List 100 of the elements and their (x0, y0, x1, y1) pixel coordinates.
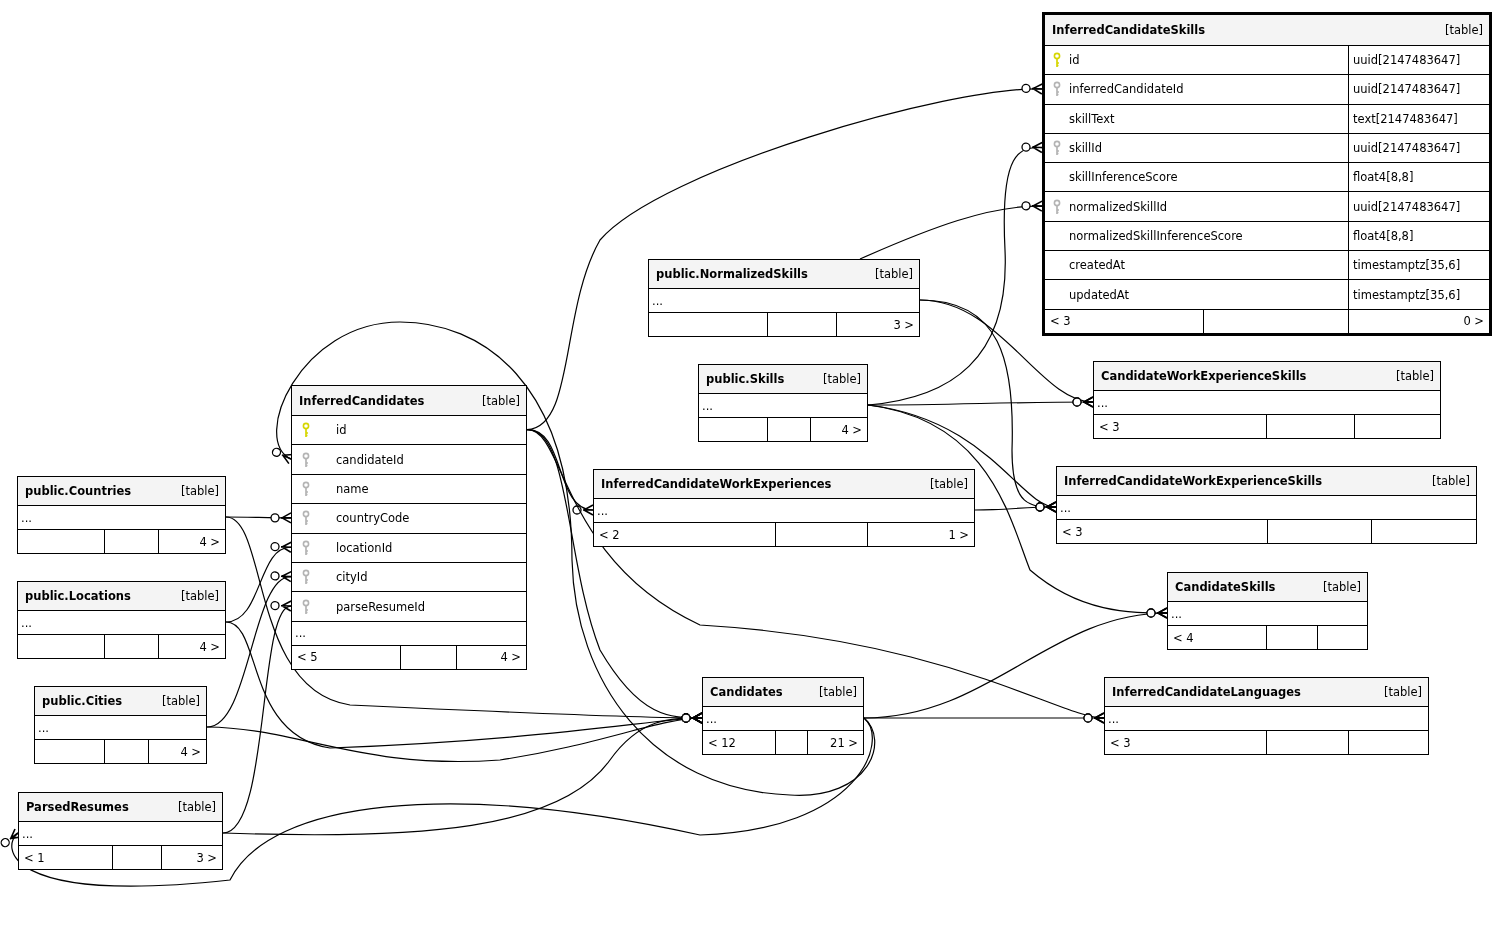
column-row (1045, 191, 1489, 221)
more-columns-text: ... (1171, 606, 1182, 621)
relationship-count: < 3 (1094, 414, 1266, 438)
column-name: inferredCandidateId (1069, 82, 1184, 97)
relationship-connector (225, 541, 293, 623)
column-name: parseResumeId (336, 599, 425, 614)
table-name: InferredCandidateSkills (1052, 23, 1206, 37)
relationship-connector (863, 712, 1105, 724)
relationship-count: < 1 (19, 845, 112, 869)
table-box (1093, 361, 1441, 439)
table-name: CandidateWorkExperienceSkills (1101, 369, 1307, 383)
table-name: InferredCandidateWorkExperienceSkills (1064, 474, 1323, 488)
column-name: candidateId (336, 452, 404, 467)
more-columns-text: ... (38, 720, 49, 735)
table-box (1042, 12, 1492, 336)
table-type-tag: [table] (180, 589, 219, 603)
more-columns-text: ... (702, 398, 713, 413)
table-type-tag: [table] (180, 484, 219, 498)
relationship-count: < 2 (594, 522, 775, 546)
footer-cell (1348, 730, 1428, 754)
relationship-count: 3 > (836, 312, 919, 336)
more-columns-text: ... (295, 626, 306, 641)
footer-cell (1203, 308, 1348, 333)
relationship-connector (2, 717, 873, 887)
table-type-tag: [table] (481, 393, 520, 408)
column-type: text[2147483647] (1348, 104, 1489, 133)
table-type-tag: [table] (1431, 474, 1470, 488)
column-name: name (336, 481, 369, 496)
table-name: InferredCandidateLanguages (1112, 685, 1301, 699)
column-type: float4[8,8] (1348, 221, 1489, 251)
table-name: public.Cities (42, 694, 123, 708)
footer-cell (1266, 730, 1348, 754)
footer-cell (1317, 625, 1367, 649)
relationship-connector (867, 396, 1094, 408)
table-box (698, 364, 868, 442)
table-type-tag: [table] (929, 477, 968, 491)
relationship-count: < 12 (703, 730, 775, 754)
table-name: Candidates (710, 685, 783, 699)
table-box (17, 476, 226, 554)
table-box (1104, 677, 1429, 755)
table-type-tag: [table] (818, 685, 857, 699)
footer-cell (104, 634, 158, 658)
table-type-tag: [table] (822, 372, 861, 386)
footer-cell (775, 522, 867, 546)
more-columns-text: ... (21, 510, 32, 525)
footer-cell (1266, 414, 1354, 438)
column-type: timestamptz[35,6] (1348, 280, 1489, 309)
table-type-tag: [table] (161, 694, 200, 708)
relationship-count: 0 > (1348, 308, 1489, 333)
table-box (18, 792, 223, 870)
relationship-count: < 3 (1057, 519, 1267, 543)
more-columns-text: ... (652, 293, 663, 308)
column-row (1045, 74, 1489, 104)
table-box (593, 469, 975, 547)
table-box (34, 686, 207, 764)
relationship-count: < 4 (1168, 625, 1266, 649)
table-box (702, 677, 864, 755)
column-row (1045, 279, 1489, 309)
table-type-tag: [table] (1322, 580, 1361, 594)
relationship-count: < 3 (1105, 730, 1266, 754)
footer-cell (1371, 519, 1476, 543)
table-box (648, 259, 920, 337)
relationship-count: 4 > (810, 417, 867, 441)
table-name: public.Countries (25, 484, 132, 498)
column-name: createdAt (1069, 258, 1125, 273)
table-name: CandidateSkills (1175, 580, 1276, 594)
more-columns-text: ... (1108, 711, 1119, 726)
column-row (1045, 103, 1489, 133)
footer-cell (1267, 519, 1371, 543)
relationship-connector (859, 200, 1043, 260)
column-name: normalizedSkillId (1069, 199, 1168, 214)
more-columns-text: ... (21, 615, 32, 630)
column-name: id (336, 423, 347, 438)
more-columns-text: ... (22, 826, 33, 841)
relationship-count: 21 > (807, 730, 863, 754)
table-name: public.Locations (25, 589, 131, 603)
column-type: uuid[2147483647] (1348, 192, 1489, 221)
footer-cell (400, 644, 456, 669)
column-type: timestamptz[35,6] (1348, 251, 1489, 280)
table-name: public.Skills (706, 372, 785, 386)
table-box (291, 385, 527, 670)
relationship-connector (273, 321, 876, 796)
table-box (17, 581, 226, 659)
column-type: float4[8,8] (1348, 163, 1489, 192)
footer-cell (775, 730, 807, 754)
relationship-count: 4 > (148, 739, 206, 763)
column-name: skillInferenceScore (1069, 170, 1178, 185)
footer-cell (104, 739, 148, 763)
column-name: skillId (1069, 141, 1102, 156)
relationship-count: 4 > (158, 529, 225, 553)
footer-cell (104, 529, 158, 553)
relationship-count: 1 > (867, 522, 974, 546)
column-row (1045, 220, 1489, 251)
column-type: uuid[2147483647] (1348, 46, 1489, 75)
table-type-tag: [table] (874, 267, 913, 281)
more-columns-text: ... (706, 711, 717, 726)
relationship-connector (225, 512, 292, 524)
table-type-tag: [table] (1395, 369, 1434, 383)
column-type: uuid[2147483647] (1348, 133, 1489, 163)
footer-cell (112, 845, 161, 869)
